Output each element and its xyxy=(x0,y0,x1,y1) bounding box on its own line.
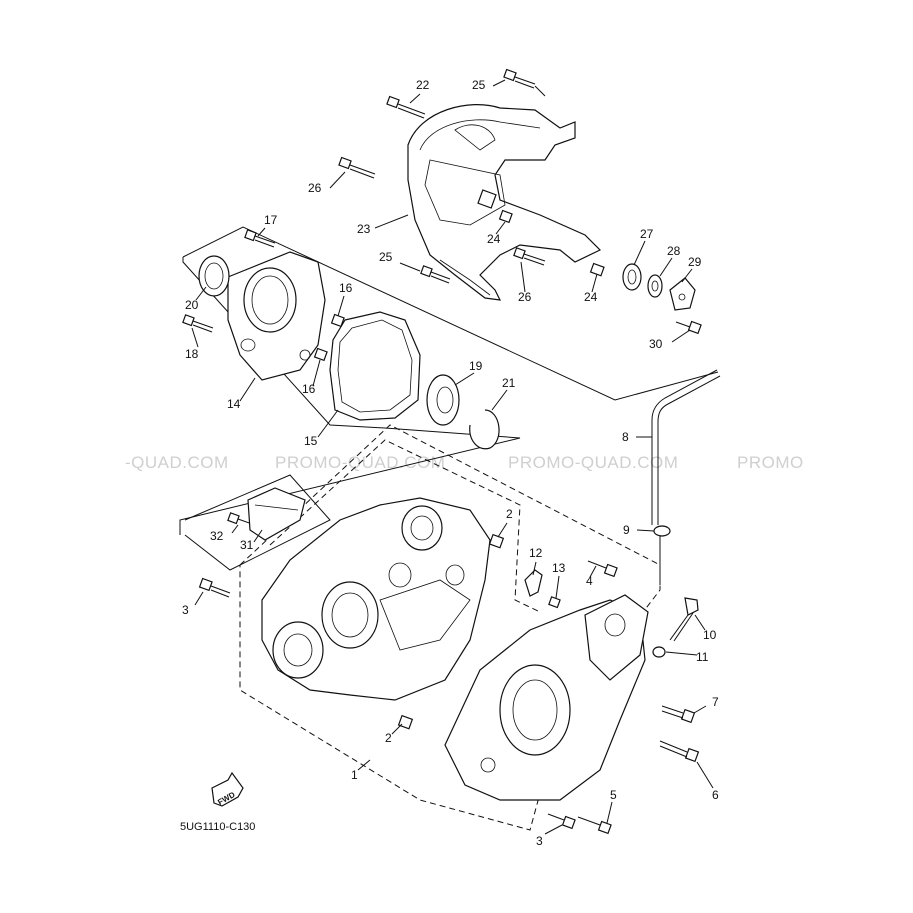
callout-number: 6 xyxy=(712,788,719,802)
callout-number: 5 xyxy=(610,788,617,802)
bolt-3-lower-icon xyxy=(547,813,576,830)
callout-number: 13 xyxy=(552,561,566,575)
seal-20-icon xyxy=(198,255,230,297)
gasket-15-inner xyxy=(337,319,413,413)
fasteners xyxy=(182,68,702,835)
group-outlines xyxy=(179,226,719,831)
bolt-5-icon xyxy=(577,816,612,835)
breather-hose-8-edge xyxy=(657,375,721,525)
bolt-26-right-icon xyxy=(513,247,546,266)
dowel-24-lower-icon xyxy=(589,262,605,277)
callout-number: 1 xyxy=(351,768,358,782)
callout-number: 32 xyxy=(210,529,224,543)
callout-number: 7 xyxy=(712,695,719,709)
dipstick-10-icon xyxy=(669,597,699,642)
dowel-2-lower-icon xyxy=(397,714,414,730)
callout-number: 3 xyxy=(536,834,543,848)
callout-number: 11 xyxy=(696,650,709,664)
dowel-2-upper-icon xyxy=(488,533,505,549)
circlip-21-icon xyxy=(469,409,500,450)
callout-number: 25 xyxy=(472,78,486,92)
crankcase-inner-outline xyxy=(269,439,541,613)
clip-9-icon xyxy=(653,525,671,537)
diagram-code: 5UG1110-C130 xyxy=(180,821,255,833)
callout-number: 19 xyxy=(469,359,483,373)
callout-number: 29 xyxy=(688,255,702,269)
bolt-3-left-icon xyxy=(198,577,231,598)
bolt-4-icon xyxy=(587,560,618,578)
washer-28-icon xyxy=(647,274,663,298)
callout-number: 2 xyxy=(385,731,392,745)
watermark-text: PROMO xyxy=(737,453,804,472)
callout-number: 26 xyxy=(308,181,322,195)
cover-group-outline xyxy=(182,226,719,401)
callout-number: 12 xyxy=(529,546,543,560)
callout-number: 17 xyxy=(264,213,278,227)
callout-number: 30 xyxy=(649,337,663,351)
plate-29-icon xyxy=(669,277,696,311)
breather-hose-8-icon xyxy=(651,369,718,525)
cover-14 xyxy=(227,251,326,381)
crankcase-left-half xyxy=(261,497,491,701)
bolt-7-icon xyxy=(661,705,696,724)
bolt-22-icon xyxy=(386,95,426,119)
bolt-30-icon xyxy=(675,320,702,335)
callout-number: 22 xyxy=(416,78,430,92)
callout-number: 31 xyxy=(240,538,254,552)
bolt-17-icon xyxy=(244,229,276,248)
bracket-31-edge xyxy=(254,504,299,511)
bracket-31-icon xyxy=(247,487,306,541)
watermark-text: PROMO-QUAD.COM xyxy=(508,453,678,472)
bearing-19-icon xyxy=(426,374,460,426)
callout-number: 21 xyxy=(502,376,516,390)
callout-number: 10 xyxy=(703,628,717,642)
callout-number: 16 xyxy=(302,382,316,396)
cover-group-outline-lower xyxy=(179,257,521,535)
callout-number: 27 xyxy=(640,227,654,241)
callout-number: 20 xyxy=(185,298,199,312)
callout-number: 26 xyxy=(518,290,532,304)
callout-number: 9 xyxy=(623,523,630,537)
callout-number: 3 xyxy=(182,603,189,617)
callout-number: 28 xyxy=(667,244,681,258)
dowel-24-icon xyxy=(498,209,513,224)
callout-labels: 22 25 26 23 24 17 25 26 24 27 28 29 30 2… xyxy=(182,78,719,848)
fwd-arrow-icon: FWD xyxy=(211,771,244,807)
bolt-26-left-icon xyxy=(338,156,376,179)
bracket-outline xyxy=(184,474,331,571)
watermark-layer: -QUAD.COM PROMO-QUAD.COM PROMO-QUAD.COM … xyxy=(125,453,804,472)
callout-number: 8 xyxy=(622,430,629,444)
bolt-25-top-icon xyxy=(503,68,536,89)
callout-number: 18 xyxy=(185,347,199,361)
watermark-text: -QUAD.COM xyxy=(125,453,229,472)
dowel-16-upper-icon xyxy=(330,313,345,328)
callout-number: 16 xyxy=(339,281,353,295)
bolt-6-icon xyxy=(659,740,700,763)
callout-number: 23 xyxy=(357,222,371,236)
callout-number: 15 xyxy=(304,434,318,448)
bolt-13-icon xyxy=(548,596,561,609)
callout-number: 25 xyxy=(379,250,393,264)
callout-number: 14 xyxy=(227,397,241,411)
bolt-25-lower-icon xyxy=(420,265,451,284)
bearing-27-icon xyxy=(622,263,642,291)
leader-lines xyxy=(191,79,714,835)
o-ring-11-icon xyxy=(652,646,666,658)
bolt-18-icon xyxy=(182,314,214,333)
cover-23 xyxy=(407,104,602,301)
callout-number: 24 xyxy=(487,232,501,246)
crankcase-right-half xyxy=(444,594,649,801)
callout-number: 4 xyxy=(586,574,593,588)
dowel-16-lower-icon xyxy=(313,347,328,362)
callout-number: 2 xyxy=(506,507,513,521)
callout-number: 24 xyxy=(584,290,598,304)
gasket-15-icon xyxy=(329,311,421,421)
